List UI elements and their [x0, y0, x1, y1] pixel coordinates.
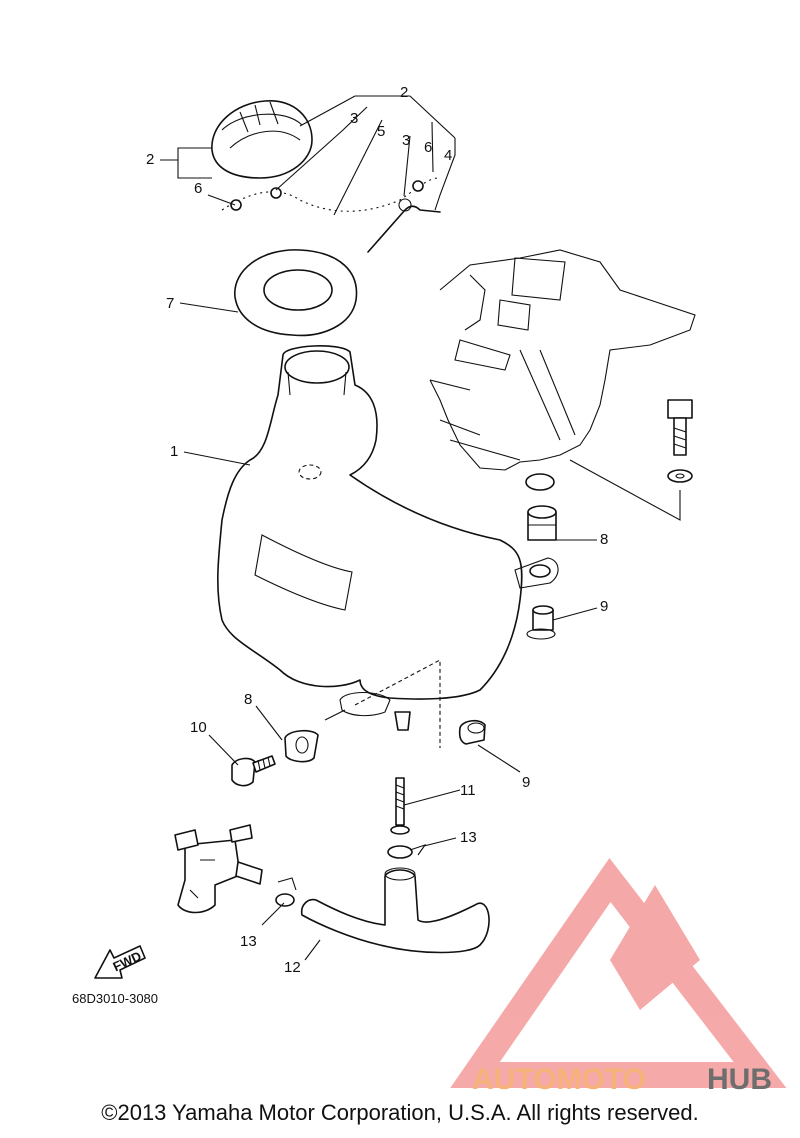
frame-bracket [514, 557, 559, 589]
callout-5: 5 [377, 123, 385, 140]
hose-clip-lower [275, 877, 297, 907]
frame-section [429, 249, 696, 491]
callout-3-left: 3 [350, 110, 358, 127]
copyright-notice: ©2013 Yamaha Motor Corporation, U.S.A. A… [101, 1100, 699, 1125]
fuel-cock [174, 824, 263, 914]
watermark-brand-a: AUTOMOTO [472, 1063, 646, 1096]
callout-2-left: 2 [146, 151, 154, 168]
callout-10: 10 [190, 719, 207, 736]
cap-gasket [234, 249, 358, 337]
fuel-strainer [390, 777, 410, 835]
callout-13-upper: 13 [460, 829, 477, 846]
callout-13-lower: 13 [240, 933, 257, 950]
collar-right [526, 605, 556, 640]
callout-9-lower: 9 [522, 774, 530, 791]
collar-lower [458, 719, 486, 745]
callout-8-right: 8 [600, 531, 608, 548]
callout-7: 7 [166, 295, 174, 312]
callout-1: 1 [170, 443, 178, 460]
fwd-label: FWD [111, 948, 144, 974]
callout-labels: 2 2 3 3 4 5 6 6 7 1 8 8 9 9 10 11 12 13 … [146, 84, 608, 976]
fuel-cap [211, 100, 313, 179]
callout-3-right: 3 [402, 132, 410, 149]
wire-clip [367, 198, 441, 253]
leader-lines [160, 95, 681, 961]
fwd-arrow-icon [94, 945, 146, 979]
callout-6-left: 6 [194, 180, 202, 197]
callout-9-right: 9 [600, 598, 608, 615]
callout-11: 11 [460, 782, 476, 799]
callout-12: 12 [284, 959, 301, 976]
callout-6-right: 6 [424, 139, 432, 156]
watermark-logo [450, 857, 787, 1088]
flange-bolt [231, 755, 276, 787]
callout-2-top: 2 [400, 84, 408, 101]
diagram-code: 68D3010-3080 [72, 991, 158, 1006]
fuel-hose [300, 867, 490, 954]
watermark-brand-b: HUB [707, 1063, 772, 1096]
watermark-text: AUTOMOTO HUB [472, 1063, 772, 1096]
callout-4: 4 [444, 147, 452, 164]
fuel-tank [217, 345, 523, 748]
bead-chain [221, 177, 438, 212]
callout-8-lower: 8 [244, 691, 252, 708]
upper-bolt [667, 399, 693, 483]
hose-clip-upper [387, 843, 427, 859]
grommet-lower [284, 729, 319, 763]
grommet-right [527, 505, 557, 541]
